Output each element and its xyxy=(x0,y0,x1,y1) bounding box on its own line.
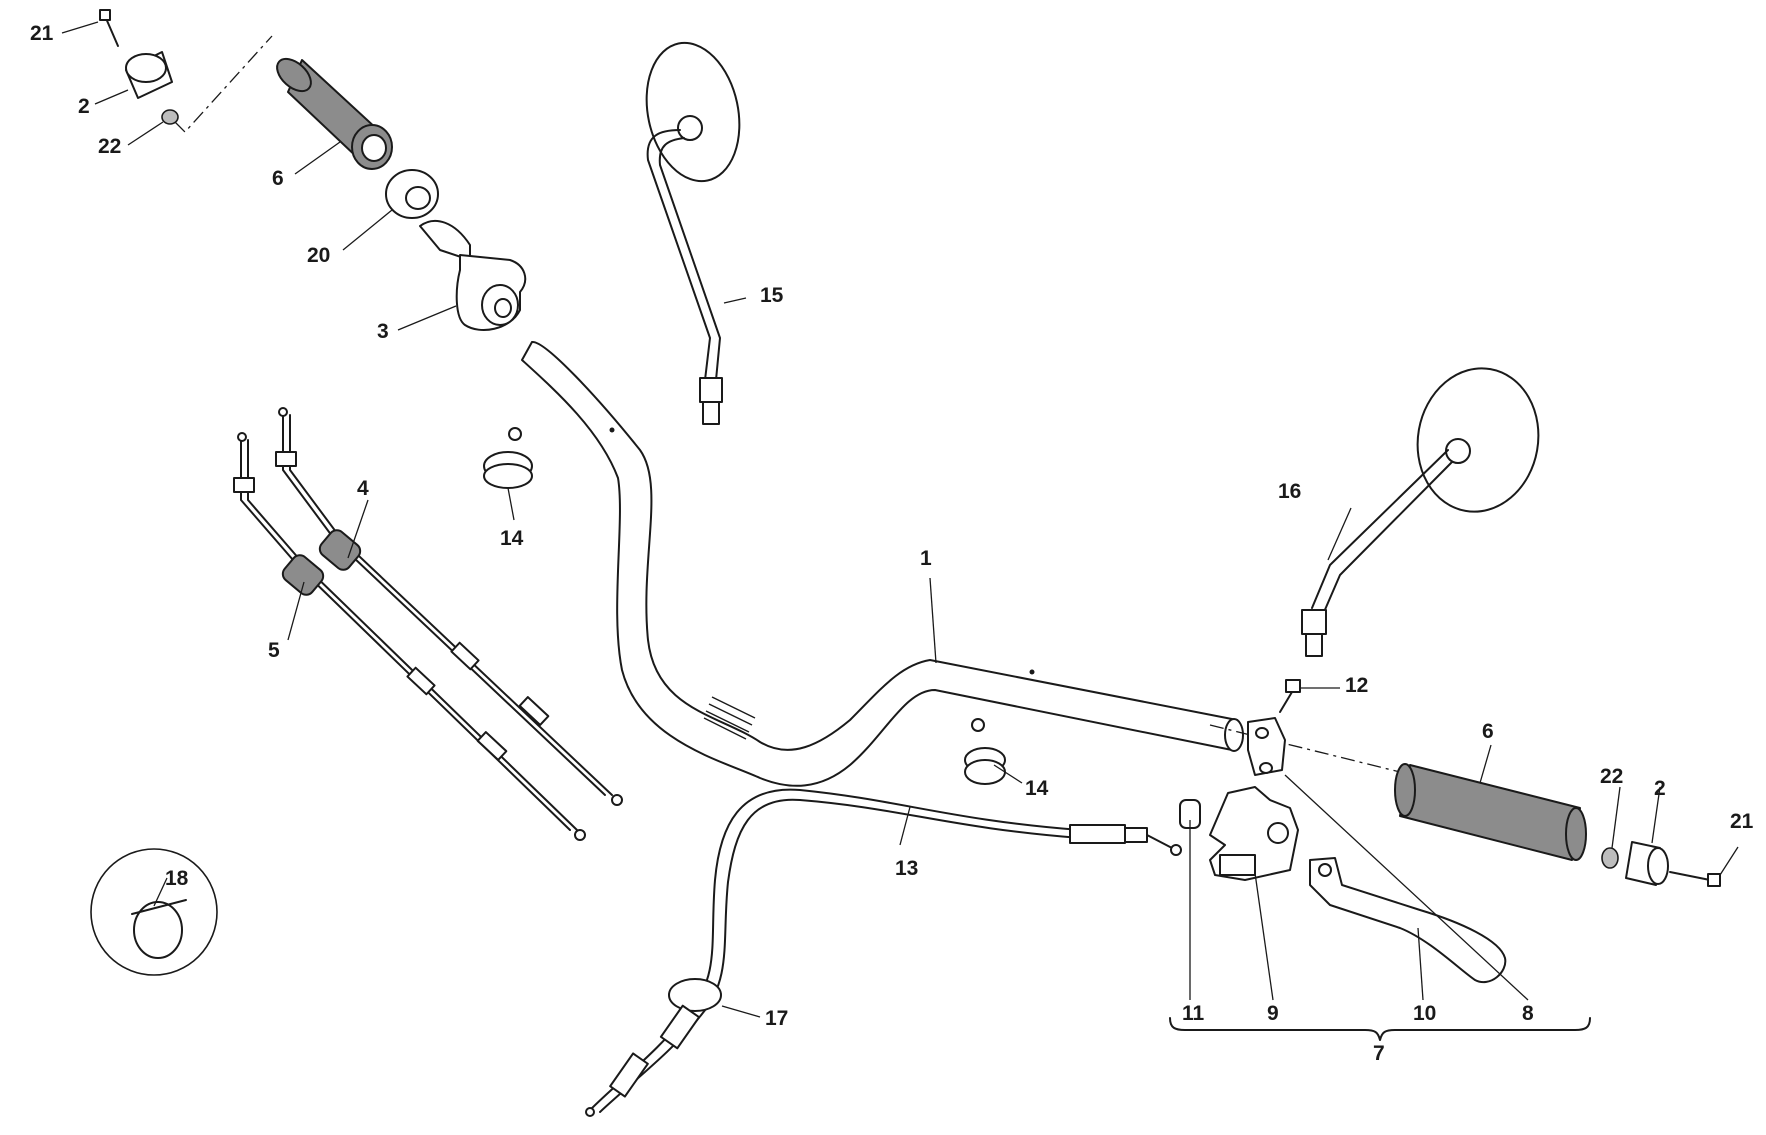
label-17: 17 xyxy=(765,1007,788,1030)
grip-part-right xyxy=(1394,763,1587,861)
label-11: 11 xyxy=(1182,1002,1205,1025)
label-22-top: 22 xyxy=(98,135,121,158)
label-8: 8 xyxy=(1522,1002,1534,1025)
label-12: 12 xyxy=(1345,674,1368,697)
label-3: 3 xyxy=(377,320,389,343)
label-4: 4 xyxy=(357,477,369,500)
label-14-lower: 14 xyxy=(1025,777,1049,800)
clutch-bracket-part xyxy=(1247,717,1286,776)
clutch-lever-part xyxy=(1309,857,1507,983)
label-20: 20 xyxy=(307,244,330,267)
throttle-cable-part-4 xyxy=(275,407,623,806)
label-18: 18 xyxy=(165,867,189,890)
label-21-top: 21 xyxy=(30,22,54,45)
label-10: 10 xyxy=(1413,1002,1436,1025)
label-16: 16 xyxy=(1278,480,1301,503)
label-6-top: 6 xyxy=(272,167,284,190)
assembly-bracket xyxy=(1169,1017,1591,1041)
clutch-lever-housing-part xyxy=(1209,786,1299,881)
label-13: 13 xyxy=(895,857,918,880)
cable-clamp-part-upper xyxy=(483,427,533,489)
bar-end-weight-part-right xyxy=(1601,841,1721,887)
handlebar-part xyxy=(521,341,1244,787)
mirror-part-left xyxy=(645,41,741,425)
clutch-screw-part xyxy=(1279,679,1301,713)
label-1: 1 xyxy=(920,547,932,570)
clutch-cable-part xyxy=(585,788,1182,1117)
throttle-cable-part-5 xyxy=(233,432,586,841)
label-15: 15 xyxy=(760,284,784,307)
label-2-right: 2 xyxy=(1654,777,1666,800)
label-2-top: 2 xyxy=(78,95,90,118)
leader-lines xyxy=(61,21,1739,1018)
bar-end-weight-part-left xyxy=(99,9,179,125)
label-22-right: 22 xyxy=(1600,765,1623,788)
label-6-right: 6 xyxy=(1482,720,1494,743)
spacer-ring-part xyxy=(385,169,439,219)
part-number-labels: 21 2 22 6 20 3 15 4 14 5 1 16 12 6 14 22… xyxy=(30,22,1754,1065)
throttle-housing-part xyxy=(419,219,527,331)
cable-clamp-part-lower xyxy=(964,718,1006,785)
label-9: 9 xyxy=(1267,1002,1279,1025)
grip-part-left xyxy=(276,57,393,170)
clip-detail-part xyxy=(90,848,218,976)
label-21-right: 21 xyxy=(1730,810,1754,833)
label-14-upper: 14 xyxy=(500,527,524,550)
mirror-part-right xyxy=(1301,367,1540,657)
label-7: 7 xyxy=(1373,1042,1385,1065)
label-5: 5 xyxy=(268,639,280,662)
